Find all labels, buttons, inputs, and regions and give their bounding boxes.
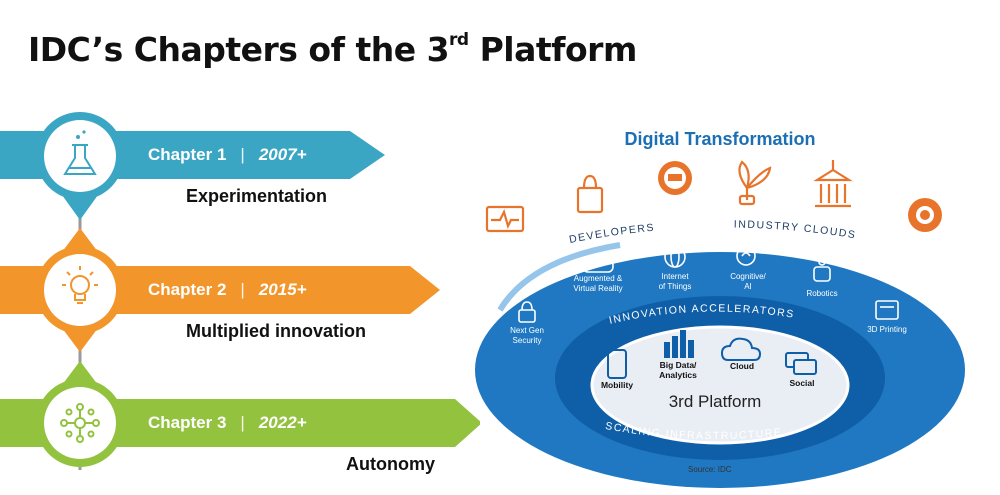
industry-clouds-label: INDUSTRY CLOUDS xyxy=(734,219,857,242)
plant-plug-icon xyxy=(738,160,772,206)
platform-core xyxy=(590,325,850,445)
developers-label: DEVELOPERS xyxy=(568,222,655,246)
svg-text:Big Data/: Big Data/ xyxy=(660,360,697,370)
government-building-icon xyxy=(813,160,853,208)
svg-text:of Things: of Things xyxy=(659,282,692,291)
chapter-label: Chapter 2 xyxy=(148,280,227,299)
svg-text:AI: AI xyxy=(744,282,752,291)
svg-text:Virtual Reality: Virtual Reality xyxy=(573,284,622,293)
diagram-heading: Digital Transformation xyxy=(624,129,815,149)
heartbeat-monitor-icon xyxy=(485,205,525,233)
chapter-2-pin xyxy=(35,228,124,352)
chapter-1-theme: Experimentation xyxy=(186,186,328,206)
chapter-3-heading: Chapter 3 | 2022+ xyxy=(148,413,307,432)
chapter-year: 2007+ xyxy=(258,145,307,164)
svg-text:Augmented &: Augmented & xyxy=(574,274,623,283)
network-hub-icon xyxy=(60,403,100,443)
chapter-year: 2015+ xyxy=(258,280,307,299)
svg-text:Robotics: Robotics xyxy=(806,289,837,298)
money-network-icon xyxy=(908,198,942,232)
chapter-2-heading: Chapter 2 | 2015+ xyxy=(148,280,307,299)
svg-text:Internet: Internet xyxy=(661,272,689,281)
bar-chart-icon xyxy=(664,330,694,358)
flask-icon xyxy=(63,130,97,175)
platform-label: 3rd Platform xyxy=(669,392,762,411)
platform-diagram: Digital Transformation xyxy=(475,129,965,488)
svg-text:Next Gen: Next Gen xyxy=(510,326,544,335)
svg-text:Cloud: Cloud xyxy=(730,361,754,371)
iot-globe-icon xyxy=(664,246,686,268)
printer-3d-icon xyxy=(875,300,899,320)
chapter-year: 2022+ xyxy=(258,413,307,432)
source-note: Source: IDC xyxy=(688,465,732,474)
svg-text:Analytics: Analytics xyxy=(659,370,697,380)
chapter-label: Chapter 3 xyxy=(148,413,227,432)
cloud-icon xyxy=(720,337,762,361)
chapter-2-theme: Multiplied innovation xyxy=(186,321,366,341)
chapter-3-pin xyxy=(35,361,124,467)
svg-text:Social: Social xyxy=(789,378,814,388)
page-title: IDC’s Chapters of the 3rd Platform xyxy=(28,30,637,69)
robot-icon xyxy=(813,258,831,282)
svg-text:Cognitive/: Cognitive/ xyxy=(730,272,766,281)
badge-icon xyxy=(658,161,692,195)
svg-text:Security: Security xyxy=(513,336,542,345)
lock-icon xyxy=(518,301,536,323)
shopping-bag-icon xyxy=(576,174,604,214)
svg-text:3D Printing: 3D Printing xyxy=(867,325,907,334)
chat-bubbles-icon xyxy=(785,352,817,375)
chapter-timeline xyxy=(0,112,480,470)
brain-icon xyxy=(736,246,756,266)
lightbulb-icon xyxy=(62,266,98,304)
chapter-1-pin xyxy=(35,112,124,220)
vr-headset-icon xyxy=(582,259,614,273)
svg-text:Mobility: Mobility xyxy=(601,380,633,390)
chapter-1-heading: Chapter 1 | 2007+ xyxy=(148,145,307,164)
phone-icon xyxy=(607,349,627,379)
chapter-3-theme: Autonomy xyxy=(346,454,435,474)
chapter-label: Chapter 1 xyxy=(148,145,227,164)
